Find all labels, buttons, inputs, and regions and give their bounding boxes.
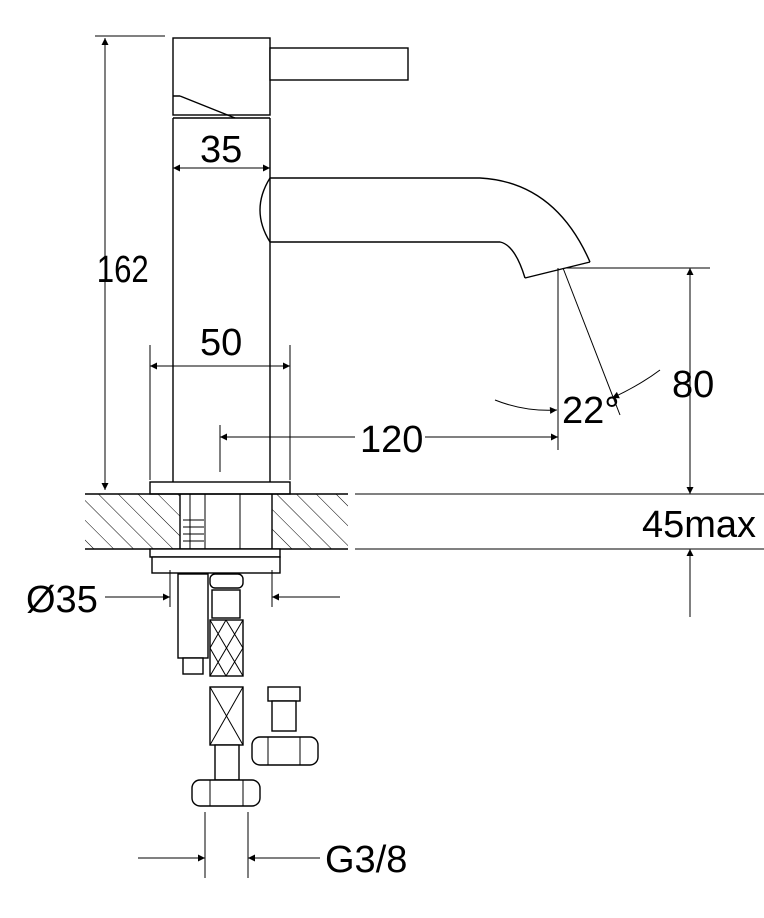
dim-hole-diameter: Ø35: [26, 579, 98, 621]
counter-top: [85, 481, 764, 574]
dim-spout-angle: 22°: [562, 390, 619, 432]
spout: [259, 177, 591, 279]
dimension-lines: [95, 35, 710, 878]
handle: [172, 37, 409, 119]
dim-spout-reach: 120: [360, 419, 423, 461]
connection-hoses: [177, 573, 319, 807]
faucet-body: [172, 117, 271, 482]
dim-counter-thickness: 45max: [642, 504, 756, 546]
dim-connection-thread: G3/8: [325, 839, 407, 881]
dim-total-height: 162: [97, 249, 149, 291]
dim-body-diameter: 35: [200, 129, 242, 171]
dim-base-width: 50: [200, 322, 242, 364]
dim-spout-height: 80: [672, 364, 714, 406]
